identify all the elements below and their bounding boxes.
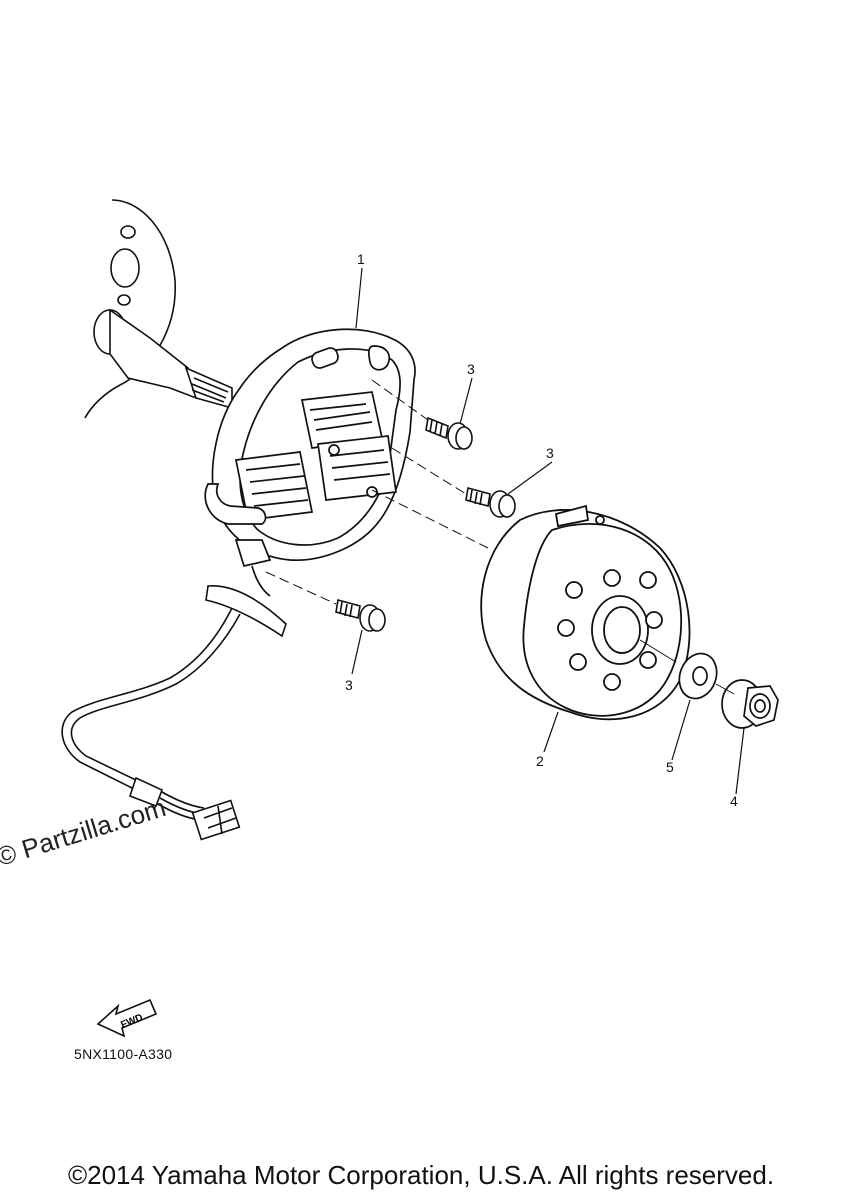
- forward-arrow-icon: FWD: [98, 1000, 156, 1036]
- callout-part-5: 5: [666, 759, 674, 775]
- callout-part-3-middle: 3: [546, 445, 554, 461]
- assembly-lines: [266, 380, 734, 694]
- callout-part-3-upper: 3: [467, 361, 475, 377]
- screw-upper: [426, 418, 472, 449]
- washer: [673, 648, 723, 704]
- wiring-harness: [62, 586, 286, 840]
- leader-lines: [352, 268, 744, 794]
- crankcase-outline: [85, 200, 175, 418]
- flange-nut: [722, 680, 778, 728]
- callout-part-4: 4: [730, 793, 738, 809]
- callout-part-1: 1: [357, 251, 365, 267]
- copyright-notice: ©2014 Yamaha Motor Corporation, U.S.A. A…: [67, 1160, 775, 1190]
- callout-part-2: 2: [536, 753, 544, 769]
- stator-assembly: [205, 329, 415, 596]
- callout-part-3-lower: 3: [345, 677, 353, 693]
- flywheel-rotor: [481, 506, 689, 719]
- screw-lower: [336, 600, 385, 631]
- crankshaft: [94, 310, 232, 408]
- diagram-code: 5NX1100-A330: [74, 1046, 173, 1062]
- screw-middle: [466, 488, 515, 517]
